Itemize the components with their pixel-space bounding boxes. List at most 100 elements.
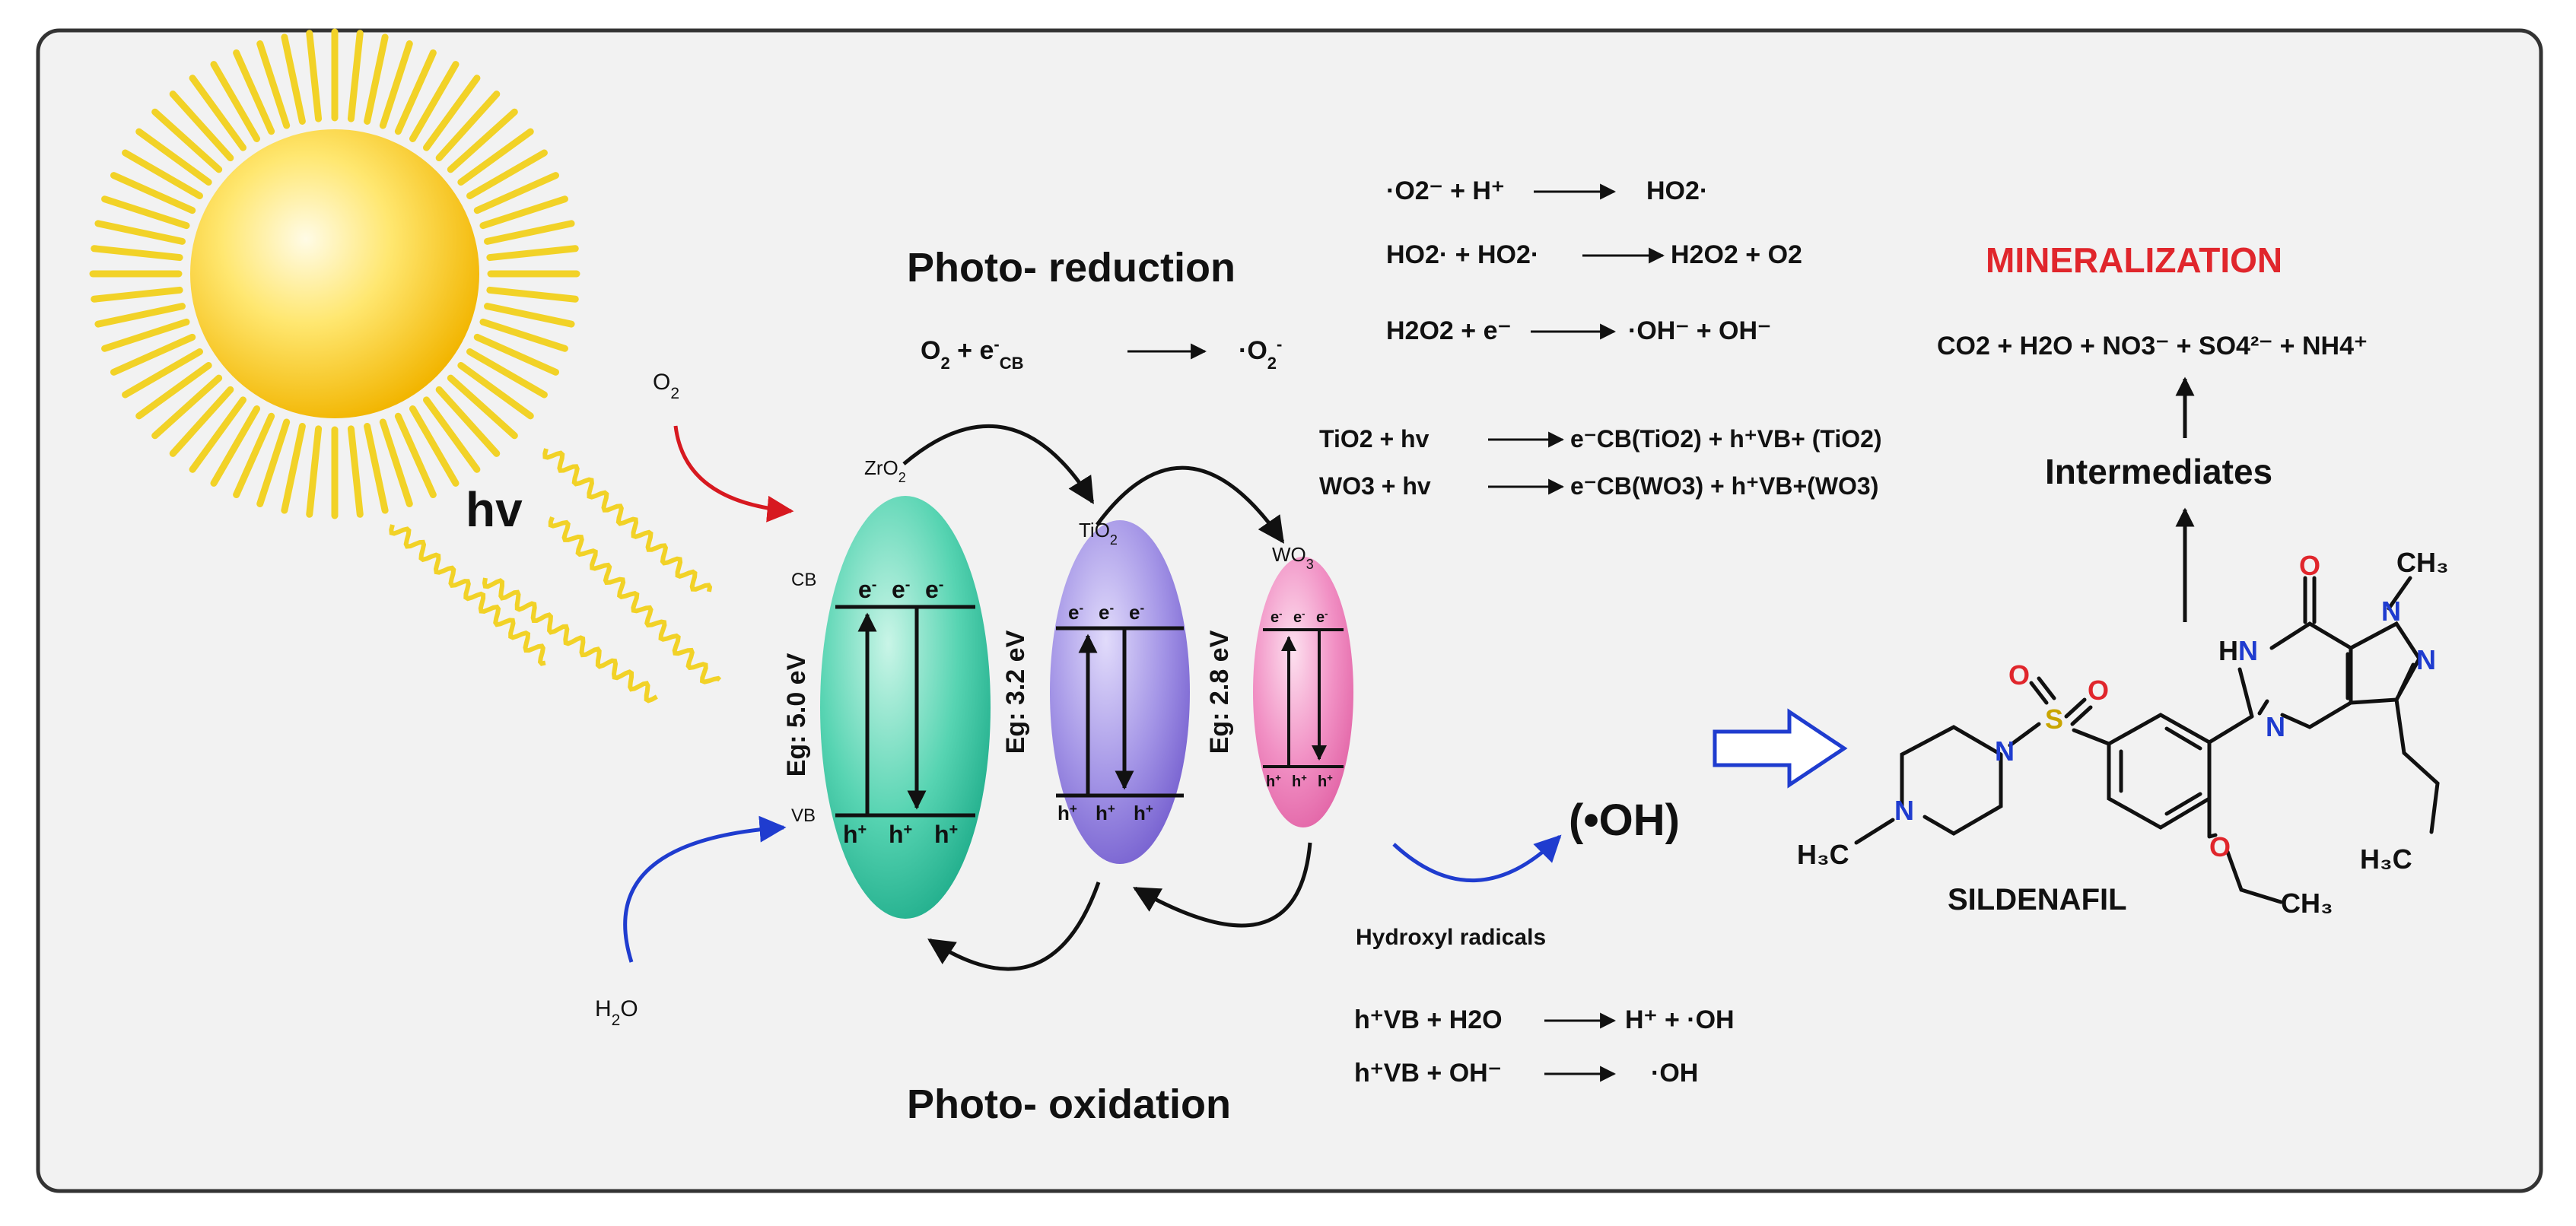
- sun-ray: [110, 333, 196, 376]
- sun-ray: [135, 128, 212, 186]
- sun-ray: [479, 318, 568, 352]
- atom-h3c-left: H₃C: [1797, 839, 1849, 870]
- sun-ray: [486, 245, 579, 262]
- excitation-eq-2-rhs: e⁻CB(WO3) + h⁺VB+(WO3): [1570, 472, 1878, 500]
- tio2-electrons: e- e- e-: [1068, 601, 1144, 624]
- sun-ray: [233, 412, 275, 499]
- atom-o-sulfonyl-1: O: [2008, 659, 2030, 691]
- svg-text:·O2-: ·O2-: [1239, 335, 1282, 373]
- radical-eq-2-rhs: H2O2 + O2: [1671, 240, 1802, 269]
- oxidation-eq-1-rhs: H⁺ + ·OH: [1625, 1005, 1735, 1034]
- hole-transfer-arrow-2: [927, 881, 1101, 971]
- sun-ray: [210, 405, 260, 487]
- radical-eq-3-rhs: ·OH⁻ + OH⁻: [1628, 316, 1771, 345]
- sun-ray: [135, 361, 212, 420]
- degradation-arrow-icon: [1713, 708, 1848, 789]
- sun-ray: [169, 386, 234, 457]
- zro2-electrons: e- e- e-: [858, 576, 943, 603]
- sun-ray: [281, 423, 306, 514]
- zro2-bandgap: Eg: 5.0 eV: [782, 653, 811, 777]
- sun-ray: [479, 195, 568, 230]
- oxidation-eq-2-lhs: h⁺VB + OH⁻: [1354, 1059, 1502, 1088]
- sildenafil-atoms: O CH₃ N N N H N S O O N N H₃C O CH₃ H₃C: [1797, 547, 2449, 919]
- tio2-label: TiO2: [1079, 519, 1118, 548]
- atom-o-sulfonyl-2: O: [2088, 675, 2109, 706]
- sun-ray: [169, 91, 234, 162]
- sun-ray: [281, 33, 306, 125]
- sun-ray: [306, 30, 323, 122]
- zro2-holes: h+ h+ h+: [843, 821, 958, 848]
- mineralization-heading: MINERALIZATION: [1986, 240, 2282, 280]
- sun-ray: [466, 348, 548, 399]
- sun-ray: [91, 245, 183, 262]
- atom-piperazine-n1: N: [1995, 735, 2015, 767]
- sun-ray: [409, 405, 460, 487]
- hydroxyl-arrow: [1392, 834, 1562, 883]
- wo3-holes: h+ h+ h+: [1266, 772, 1333, 791]
- sun-ray: [447, 108, 518, 173]
- sun-ray: [151, 374, 223, 440]
- sun-ray: [394, 49, 437, 135]
- atom-s: S: [2045, 704, 2063, 735]
- sun-ray: [422, 396, 481, 473]
- sun-ray: [486, 286, 579, 303]
- tio2-bandgap: Eg: 3.2 eV: [1001, 630, 1030, 754]
- vb-label: VB: [791, 805, 816, 826]
- atom-piperazine-n2: N: [1894, 795, 1914, 826]
- sun-ray: [210, 61, 260, 142]
- svg-text:h+: h+: [1292, 772, 1307, 791]
- reduction-equation: O2 + e-CB ·O2-: [921, 335, 1282, 373]
- svg-text:O2 + e-CB: O2 + e-CB: [921, 335, 1023, 373]
- sun-ray: [101, 195, 190, 230]
- excitation-eq-1-lhs: TiO2 + hv: [1319, 425, 1430, 453]
- svg-text:h+: h+: [889, 821, 912, 848]
- sildenafil-structure: [1854, 576, 2440, 904]
- sun-ray: [484, 303, 575, 328]
- svg-text:h+: h+: [843, 821, 867, 848]
- sun-ray: [91, 286, 183, 303]
- radical-eq-3-lhs: H2O2 + e⁻: [1386, 316, 1511, 345]
- sun-ray: [484, 220, 575, 245]
- oxidation-eq-2-rhs: ·OH: [1651, 1059, 1698, 1088]
- cb-label: CB: [791, 570, 816, 590]
- sun-ray: [347, 30, 364, 122]
- svg-text:h+: h+: [1266, 772, 1281, 791]
- sun-ray: [94, 220, 186, 245]
- hv-label: hv: [466, 482, 523, 537]
- wo3-bandgap: Eg: 2.8 eV: [1205, 630, 1234, 754]
- sildenafil-label: SILDENAFIL: [1948, 883, 2127, 916]
- sun-ray: [379, 40, 413, 129]
- zro2-particle: ZrO2 Eg: 5.0 eV e- e- e- h+ h+ h+: [782, 456, 991, 919]
- sun-ray: [151, 108, 223, 173]
- sun-ray: [435, 91, 501, 162]
- atom-o-ether: O: [2209, 831, 2231, 862]
- svg-text:e-: e-: [1316, 608, 1328, 627]
- svg-text:e-: e-: [1099, 601, 1114, 624]
- svg-text:e-: e-: [858, 576, 876, 603]
- mineralization-products: CO2 + H2O + NO3⁻ + SO4²⁻ + NH4⁺: [1937, 332, 2368, 360]
- sun-ray: [447, 374, 518, 440]
- sun-ray: [189, 75, 247, 151]
- h2o-arrow: [623, 815, 787, 963]
- sun-ray: [364, 423, 389, 514]
- sun-ray: [306, 425, 323, 518]
- o2-label: O2: [653, 370, 679, 402]
- atom-hn-h: H: [2218, 635, 2238, 666]
- zro2-label: ZrO2: [864, 456, 906, 485]
- sun-ray: [435, 386, 501, 457]
- sun-ray: [409, 61, 460, 142]
- sun-ray: [189, 396, 247, 473]
- electron-transfer-arrow-2: [1095, 465, 1285, 544]
- wo3-electrons: e- e- e-: [1271, 608, 1328, 627]
- sun-ray: [233, 49, 275, 135]
- hole-transfer-arrow-1: [1132, 842, 1312, 928]
- svg-text:h+: h+: [1096, 802, 1115, 825]
- h2o-label: H2O: [595, 996, 638, 1029]
- oxidation-eq-1-lhs: h⁺VB + H2O: [1354, 1005, 1503, 1034]
- sun-ray: [466, 149, 548, 199]
- photo-reduction-heading: Photo- reduction: [907, 245, 1236, 291]
- sun-ray: [94, 303, 186, 328]
- atom-h3c-propyl: H₃C: [2360, 843, 2412, 875]
- radical-eq-1-lhs: ·O2⁻ + H⁺: [1386, 176, 1505, 205]
